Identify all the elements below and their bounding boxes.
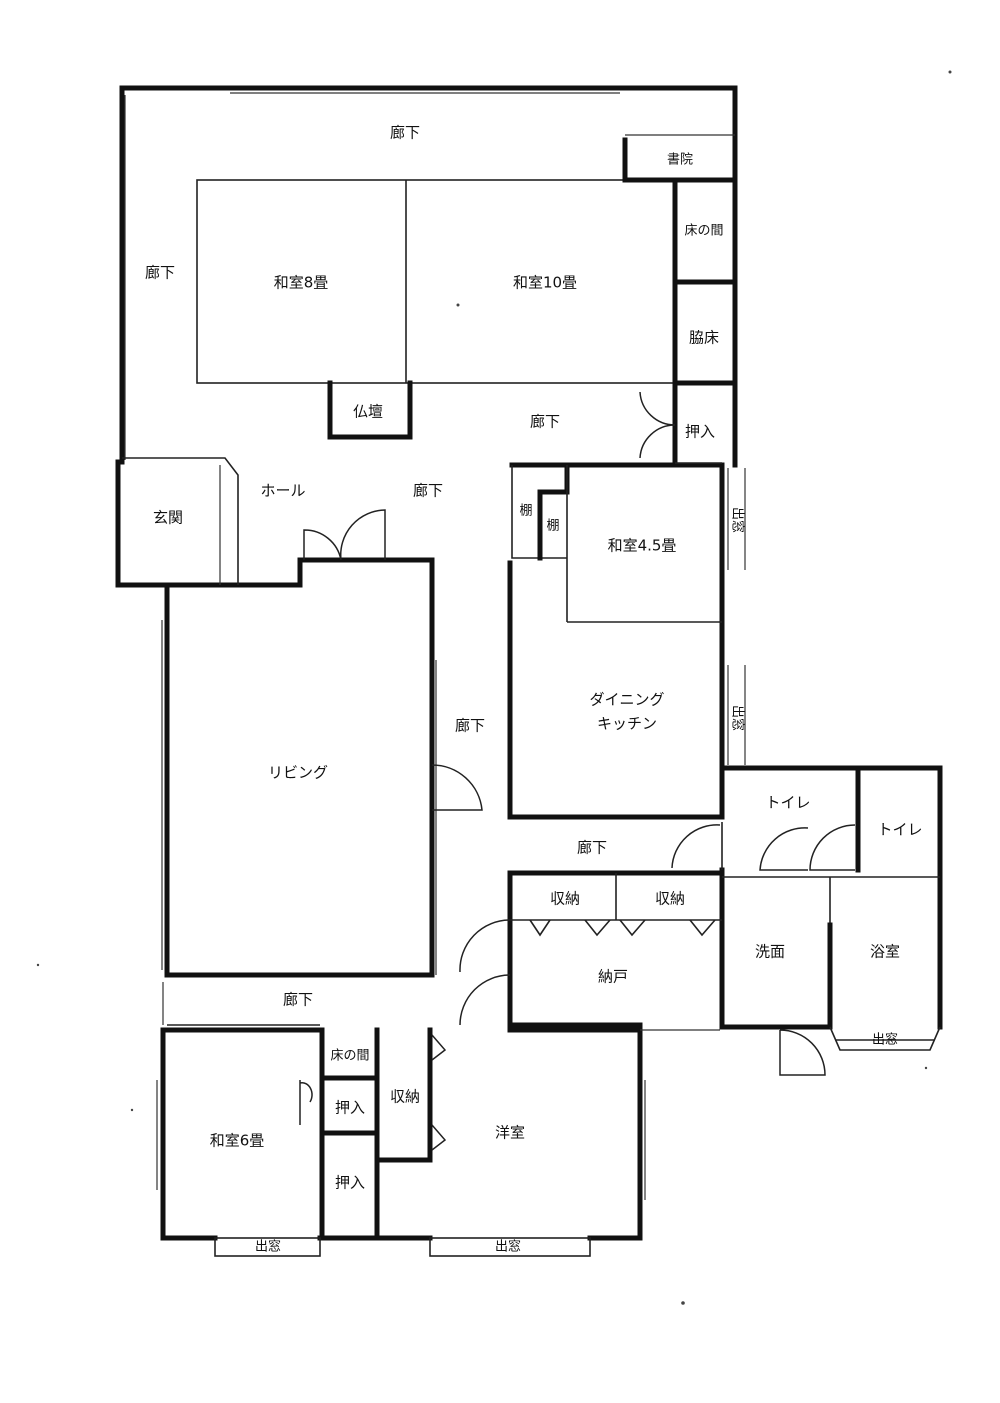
label-corridor-mid: 廊下	[530, 413, 560, 431]
label-washitsu-4-5: 和室4.5畳	[608, 537, 677, 555]
label-washitsu-10: 和室10畳	[513, 274, 577, 292]
interior-walls	[122, 92, 941, 1257]
exterior-walls	[115, 85, 943, 1241]
label-corridor-hall: 廊下	[413, 482, 443, 500]
label-tokonoma-lower: 床の間	[330, 1049, 369, 1064]
label-toilet-b: トイレ	[877, 821, 922, 839]
label-dining: ダイニング	[589, 691, 664, 709]
label-oshiire-c: 押入	[335, 1174, 365, 1192]
label-nando: 納戸	[598, 968, 628, 986]
label-shuno-c: 収納	[390, 1088, 420, 1106]
door-swings	[299, 391, 856, 1151]
label-tokonoma-main: 床の間	[684, 224, 723, 239]
label-kitchen: キッチン	[597, 715, 657, 733]
label-butsudan: 仏壇	[353, 403, 383, 421]
scan-specks	[36, 70, 952, 1305]
label-washitsu-6: 和室6畳	[210, 1132, 265, 1150]
label-demado-bath: 出窓	[872, 1032, 898, 1048]
label-wakidoko: 脇床	[689, 329, 719, 347]
label-corridor-left: 廊下	[145, 264, 175, 282]
room-labels: 廊下 書院 床の間 廊下 和室8畳 和室10畳 脇床 仏壇 廊下 押入 玄関 ホ…	[145, 124, 923, 1255]
label-demado-a: 出窓	[730, 507, 746, 533]
label-tana-b: 棚	[546, 519, 559, 534]
label-demado-c: 出窓	[255, 1239, 281, 1255]
label-senmen: 洗面	[755, 943, 785, 961]
label-genkan: 玄関	[153, 509, 183, 527]
label-yokushitsu: 浴室	[870, 943, 900, 961]
label-oshiire-a: 押入	[685, 423, 715, 441]
label-demado-b: 出窓	[730, 705, 746, 731]
label-washitsu-8: 和室8畳	[274, 274, 329, 292]
label-tana-a: 棚	[519, 504, 532, 519]
label-toilet-a: トイレ	[765, 794, 810, 812]
label-shuno-b: 収納	[655, 890, 685, 908]
label-shoin: 書院	[667, 153, 693, 168]
label-demado-d: 出窓	[495, 1239, 521, 1255]
label-living: リビング	[268, 764, 328, 782]
label-corridor-living: 廊下	[455, 717, 485, 735]
label-corridor-bottom: 廊下	[283, 991, 313, 1009]
label-corridor-top: 廊下	[390, 124, 420, 142]
label-shuno-a: 収納	[550, 890, 580, 908]
label-oshiire-b: 押入	[335, 1099, 365, 1117]
label-corridor-toilet: 廊下	[577, 839, 607, 857]
label-yoshitsu: 洋室	[495, 1124, 525, 1142]
label-hall: ホール	[260, 482, 305, 500]
